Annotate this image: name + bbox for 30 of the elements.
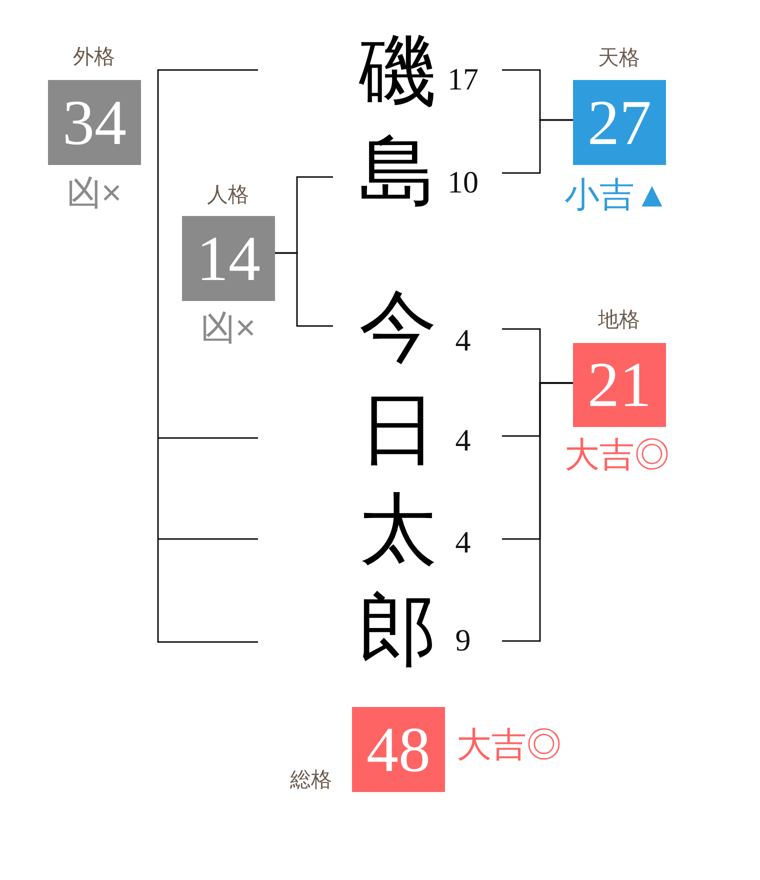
bracket-line: [502, 119, 573, 174]
name-character: 郎: [359, 592, 437, 670]
score-box: 21: [573, 343, 666, 427]
fortune-text: 凶×: [66, 176, 122, 210]
stroke-count: 4: [455, 526, 471, 558]
fortune-text: 凶×: [200, 310, 256, 346]
score-heading: 地格: [598, 310, 640, 330]
fortune-text: 大吉◎: [456, 728, 562, 762]
score-box: 48: [352, 707, 445, 792]
stroke-count: 10: [448, 166, 478, 198]
stroke-count: 9: [455, 624, 471, 656]
score-box: 34: [48, 80, 141, 165]
fortune-text: 大吉◎: [564, 438, 670, 472]
name-character: 今: [359, 288, 437, 366]
score-heading: 人格: [207, 184, 249, 206]
fortune-text: 小吉▲: [564, 178, 670, 212]
stroke-count: 4: [455, 324, 471, 356]
name-character: 太: [359, 491, 437, 569]
score-heading: 総格: [290, 770, 332, 790]
bracket-line: [275, 252, 333, 327]
score-heading: 外格: [73, 46, 115, 68]
score-heading: 天格: [598, 48, 640, 68]
name-character: 磯: [359, 33, 437, 111]
score-box: 14: [182, 216, 275, 301]
name-character: 島: [359, 133, 437, 211]
stroke-count: 4: [455, 424, 471, 456]
stroke-count: 17: [448, 64, 478, 94]
bracket-line: [502, 382, 573, 642]
score-box: 27: [573, 80, 666, 165]
name-character: 日: [359, 391, 437, 469]
